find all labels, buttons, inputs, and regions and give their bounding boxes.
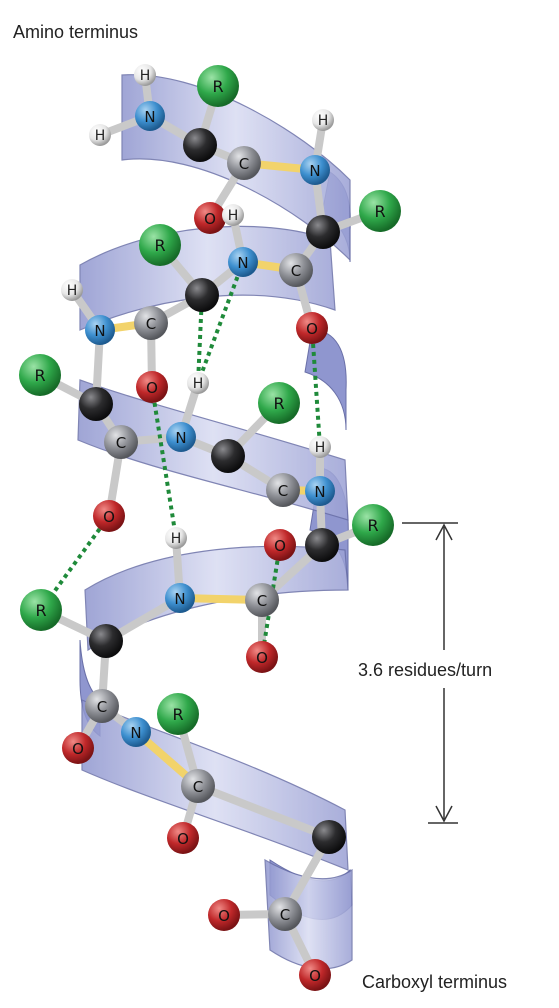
nitrogen-atom: N [228,247,258,277]
side-chain-r-group: R [20,589,62,631]
alpha-carbon-atom [305,528,339,562]
carbonyl-carbon-atom: C [245,583,279,617]
oxygen-atom: O [296,312,328,344]
nitrogen-atom: N [85,315,115,345]
hydrogen-atom: H [312,109,334,131]
ribbon-front-band [264,858,353,970]
oxygen-atom: O [62,732,94,764]
hydrogen-bond [196,261,245,384]
nitrogen-atom: N [165,583,195,613]
oxygen-atom: O [136,371,168,403]
oxygen-atom: O [299,959,331,991]
nitrogen-atom: N [135,101,165,131]
carbonyl-carbon-atom: C [266,473,300,507]
amino-terminus-label: Amino terminus [13,22,139,42]
alpha-carbon-atom [306,215,340,249]
hydrogen-atom: H [89,124,111,146]
alpha-carbon-atom [183,128,217,162]
carbonyl-carbon-atom: C [181,769,215,803]
arrow-down-icon [435,805,453,823]
side-chain-r-group: R [352,504,394,546]
oxygen-atom: O [264,529,296,561]
hydrogen-atom: H [309,436,331,458]
hydrogen-bond [150,386,178,539]
carbonyl-carbon-atom: C [227,146,261,180]
alpha-carbon-atom [79,387,113,421]
oxygen-atom: O [93,500,125,532]
carbonyl-carbon-atom: C [85,689,119,723]
alpha-carbon-atom [89,624,123,658]
carbonyl-carbon-atom: C [134,306,168,340]
carbonyl-carbon-atom: C [268,897,302,931]
hydrogen-bond [196,294,204,384]
covalent-bond [194,782,333,841]
alpha-carbon-atom [312,820,346,854]
oxygen-atom: O [194,202,226,234]
hydrogen-bond [310,327,322,448]
oxygen-atom: O [167,822,199,854]
hydrogen-atom: H [187,372,209,394]
side-chain-r-group: R [139,224,181,266]
hydrogen-atom: H [134,64,156,86]
nitrogen-atom: N [121,717,151,747]
side-chain-r-group: R [258,382,300,424]
alpha-carbon-atom [211,439,245,473]
oxygen-atom: O [246,641,278,673]
hydrogen-atom: H [61,279,83,301]
residues-per-turn-label: 3.6 residues/turn [358,660,493,680]
nitrogen-atom: N [305,476,335,506]
carboxyl-terminus-label: Carboxyl terminus [362,972,508,992]
side-chain-r-group: R [19,354,61,396]
side-chain-r-group: R [157,693,199,735]
carbonyl-carbon-atom: C [104,425,138,459]
arrow-up-icon [435,523,453,541]
hydrogen-atom: H [165,527,187,549]
oxygen-atom: O [208,899,240,931]
nitrogen-atom: N [166,422,196,452]
turn-length-marker [402,522,458,824]
carbonyl-carbon-atom: C [279,253,313,287]
alpha-carbon-atom [185,278,219,312]
side-chain-r-group: R [359,190,401,232]
hydrogen-atom: H [222,204,244,226]
side-chain-r-group: R [197,65,239,107]
nitrogen-atom: N [300,155,330,185]
